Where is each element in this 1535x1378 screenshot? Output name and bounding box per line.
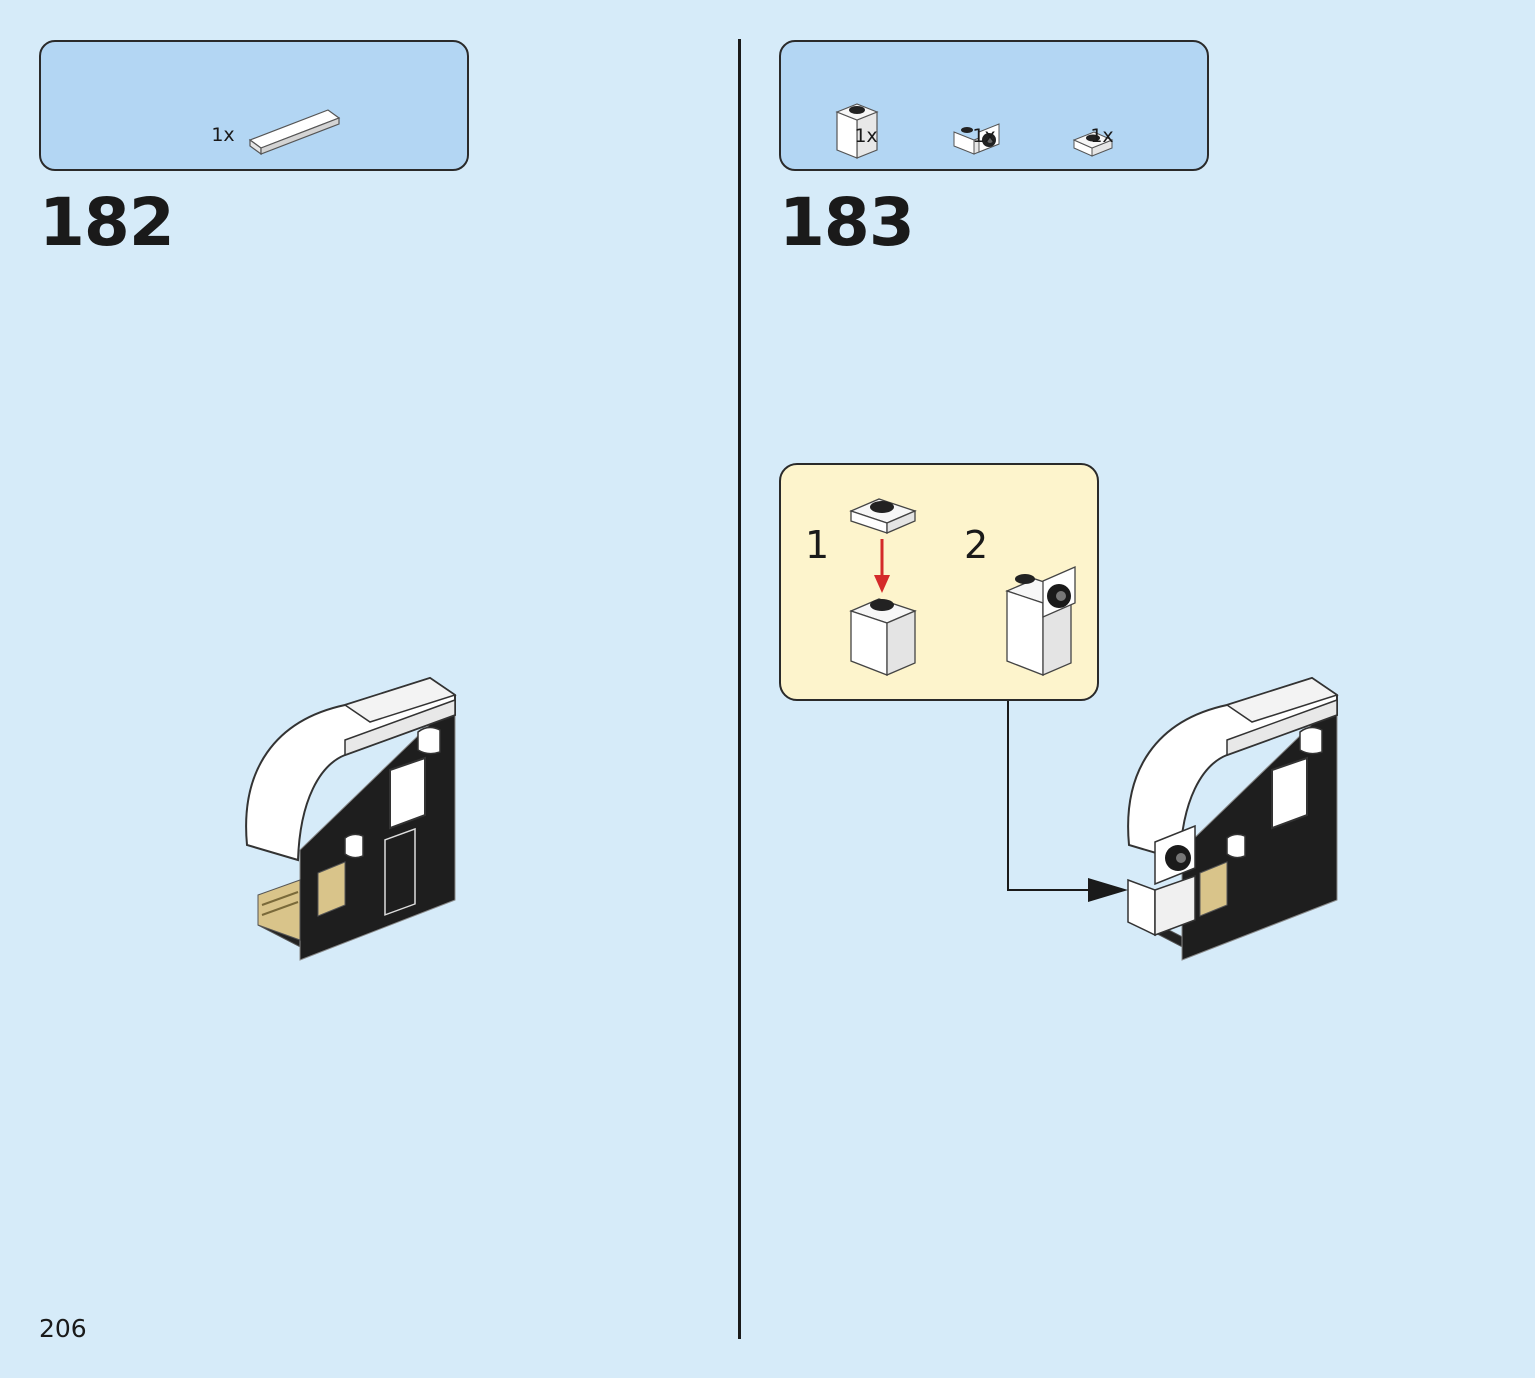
part-qty: 1x	[211, 124, 235, 146]
bracket-with-round-tile-icon	[953, 123, 1000, 155]
part-qty: 1x	[1090, 125, 1114, 147]
white-plate-icon	[849, 498, 917, 534]
page-divider	[738, 39, 741, 1339]
sub-assembly-callout: 1 2	[779, 463, 1099, 701]
parts-box-step-183: 1x 1x 1x	[779, 40, 1209, 171]
step-number-183: 183	[779, 184, 915, 261]
red-arrow-icon	[874, 539, 890, 593]
parts-box-step-182: 1x	[39, 40, 469, 171]
substep-number: 1	[805, 523, 830, 567]
white-brick-icon	[835, 103, 879, 159]
part-qty: 1x	[972, 125, 996, 147]
white-brick-icon	[849, 598, 917, 676]
white-tile-icon	[248, 109, 341, 156]
substep-number: 2	[964, 523, 989, 567]
assembled-bracket-brick-icon	[1005, 566, 1076, 676]
step-number-182: 182	[39, 184, 175, 261]
white-plate-icon	[1072, 131, 1114, 157]
page-number: 206	[39, 1314, 87, 1343]
part-qty: 1x	[854, 125, 878, 147]
